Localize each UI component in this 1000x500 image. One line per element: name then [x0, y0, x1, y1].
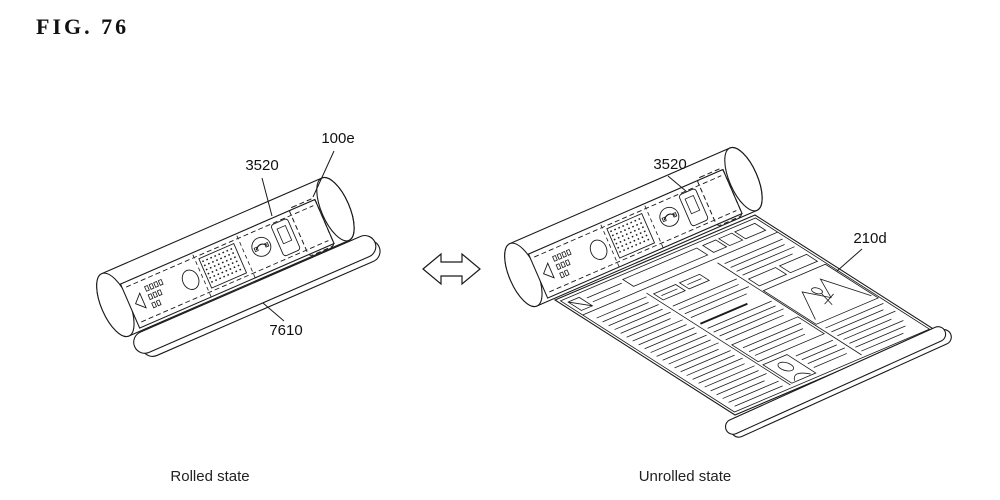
ref-label-3520-unrolled: 3520 — [653, 156, 687, 173]
rolled-device — [88, 150, 381, 357]
article-photo — [763, 264, 878, 324]
ref-label-7610: 7610 — [269, 322, 303, 339]
ref-label-3520-rolled: 3520 — [245, 157, 279, 174]
leader-line-3520-unrolled — [667, 175, 688, 193]
unrolled-state-caption: Unrolled state — [638, 468, 732, 485]
leader-line-210d — [836, 248, 863, 272]
text-lines-left-column — [597, 297, 785, 406]
base-stand — [133, 234, 381, 357]
thumbnail-photo — [763, 355, 816, 384]
leader-line-100e — [312, 150, 335, 198]
figure-label: FIG. 76 — [36, 14, 130, 39]
leader-line-7610 — [262, 302, 285, 322]
rolled-state-caption: Rolled state — [170, 468, 250, 485]
end-rod — [724, 326, 952, 438]
ref-label-100e: 100e — [321, 130, 355, 147]
transition-arrow-icon — [422, 252, 481, 286]
ref-label-210d: 210d — [853, 230, 887, 247]
unrolled-device — [496, 141, 952, 438]
leader-line-3520-rolled — [261, 177, 273, 217]
webpage-content — [561, 218, 930, 412]
